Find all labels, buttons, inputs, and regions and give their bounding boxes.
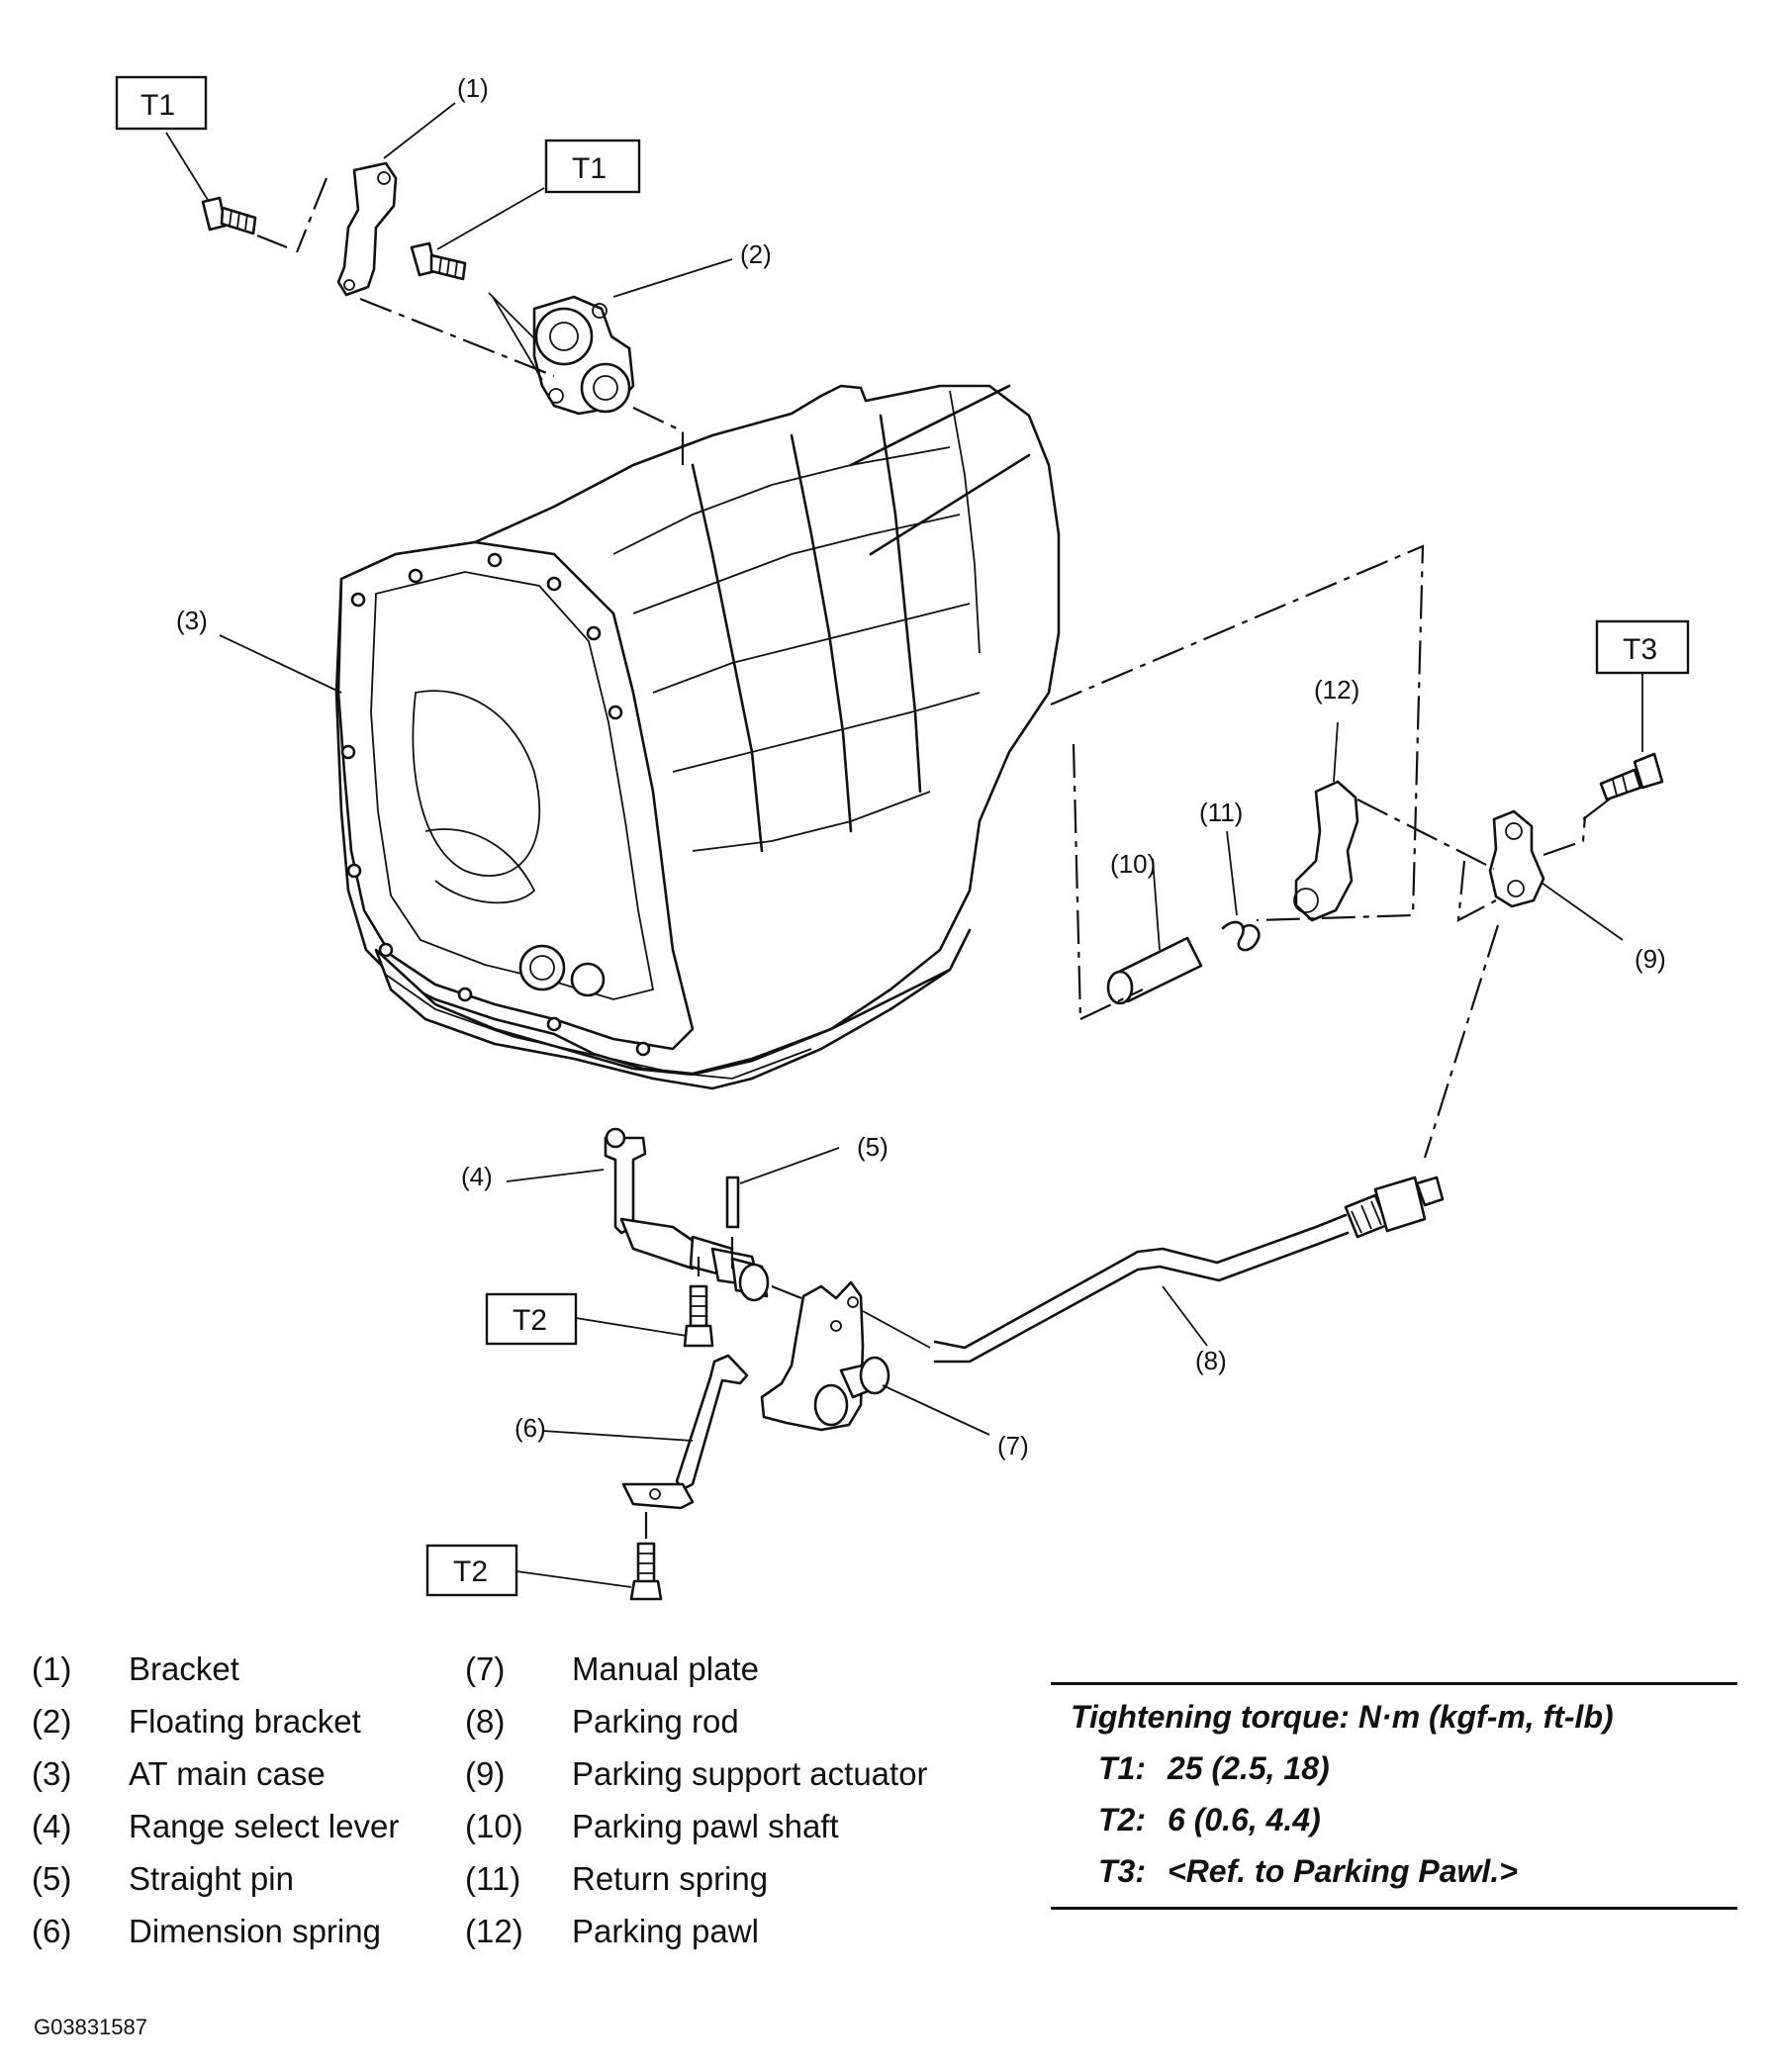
bolt-t1-mid (410, 187, 545, 281)
torque-row: T2:6 (0.6, 4.4) (1098, 1802, 1321, 1837)
parking-assembly (1050, 544, 1664, 1159)
callout-1: (1) (457, 73, 489, 103)
bolt-t1-top (165, 132, 288, 249)
callout-6: (6) (514, 1413, 546, 1443)
callout-5: (5) (857, 1132, 888, 1162)
legend-row: (9)Parking support actuator (465, 1755, 928, 1792)
legend-left: (1)Bracket (2)Floating bracket (3)AT mai… (0, 1643, 399, 1957)
callout-11: (11) (1199, 798, 1243, 827)
legend-right: (7)Manual plate (8)Parking rod (9)Parkin… (465, 1643, 928, 1957)
callout-4: (4) (461, 1162, 493, 1191)
callout-7: (7) (997, 1431, 1029, 1460)
legend-row: (6)Dimension spring (32, 1913, 381, 1949)
bolt-t2-upper (575, 1257, 714, 1348)
bolt-t2-lower (515, 1512, 663, 1601)
legend-row: (8)Parking rod (465, 1703, 739, 1740)
legend-row: (7)Manual plate (465, 1650, 759, 1687)
callout-12: (12) (1314, 675, 1359, 705)
torque-table: Tightening torque: N·m (kgf-m, ft-lb) T1… (1051, 1682, 1737, 1910)
straight-pin (725, 1147, 840, 1269)
callout-10: (10) (1110, 849, 1156, 879)
parking-rod (933, 1176, 1445, 1364)
callout-labels: (1) (2) (3) (4) (5) (6) (7) (8) (9) (10)… (176, 73, 1666, 1460)
tag-t2-lower: T2 (453, 1555, 488, 1588)
tag-t1-mid: T1 (572, 152, 607, 185)
callout-8: (8) (1195, 1346, 1227, 1375)
legend-row: (3)AT main case (32, 1755, 326, 1792)
tag-t2-upper: T2 (513, 1304, 547, 1337)
torque-title: Tightening torque: N·m (kgf-m, ft-lb) (1071, 1699, 1614, 1735)
legend-row: (11)Return spring (465, 1860, 769, 1897)
bracket (295, 102, 456, 297)
legend-row: (2)Floating bracket (32, 1703, 361, 1740)
legend-row: (1)Bracket (32, 1650, 239, 1687)
legend-row: (5)Straight pin (32, 1860, 294, 1897)
figure-code: G03831587 (34, 2015, 147, 2039)
tag-t3: T3 (1623, 633, 1657, 666)
floating-bracket (359, 258, 733, 465)
at-main-case (219, 384, 1061, 1090)
manual-plate (760, 1280, 990, 1436)
torque-row: T3:<Ref. to Parking Pawl.> (1098, 1853, 1518, 1889)
tag-t1-top: T1 (140, 89, 175, 122)
legend-row: (4)Range select lever (32, 1808, 400, 1844)
exploded-diagram: (1) (2) (3) (4) (5) (6) (7) (8) (9) (10)… (115, 73, 1690, 1601)
legend-row: (10)Parking pawl shaft (465, 1808, 839, 1844)
callout-3: (3) (176, 606, 208, 635)
legend-row: (12)Parking pawl (465, 1913, 759, 1949)
torque-tags: T1 T1 T3 T2 T2 (115, 75, 1690, 1597)
range-select-lever (506, 1127, 802, 1302)
callout-9: (9) (1635, 944, 1666, 974)
torque-row: T1:25 (2.5, 18) (1098, 1750, 1330, 1786)
dimension-spring (541, 1354, 749, 1510)
callout-2: (2) (740, 239, 772, 269)
